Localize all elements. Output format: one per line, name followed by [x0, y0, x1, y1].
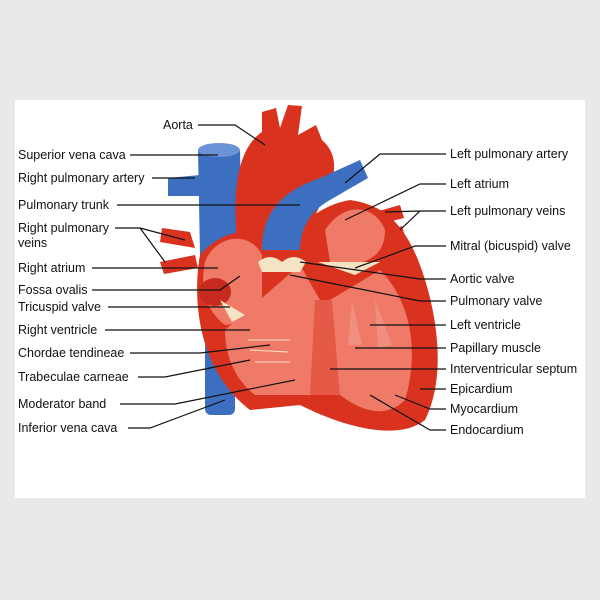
label-aortic-valve: Aortic valve: [450, 272, 515, 286]
right-labels: Left pulmonary artery Left atrium Left p…: [450, 147, 577, 437]
fossa-ovalis-shape: [199, 278, 231, 306]
left-ventricle-chamber: [330, 270, 412, 412]
right-pulmonary-veins-shape: [160, 228, 198, 274]
label-pulmonary-trunk: Pulmonary trunk: [18, 198, 110, 212]
chordae-tendineae-shape: [248, 339, 290, 363]
label-right-ventricle: Right ventricle: [18, 323, 97, 337]
label-tricuspid-valve: Tricuspid valve: [18, 300, 101, 314]
label-inferior-vena-cava: Inferior vena cava: [18, 421, 117, 435]
label-myocardium: Myocardium: [450, 402, 518, 416]
label-aorta: Aorta: [163, 118, 193, 132]
label-interventricular-septum: Interventricular septum: [450, 362, 577, 376]
leader-lines: [92, 124, 446, 431]
label-papillary-muscle: Papillary muscle: [450, 341, 541, 355]
label-left-ventricle: Left ventricle: [450, 318, 521, 332]
superior-vena-cava-shape: [198, 145, 242, 255]
label-superior-vena-cava: Superior vena cava: [18, 148, 126, 162]
label-left-pulmonary-artery: Left pulmonary artery: [450, 147, 569, 161]
pulmonary-valve-shape: [258, 257, 306, 272]
label-trabeculae-carneae: Trabeculae carneae: [18, 370, 129, 384]
tricuspid-valve-shape: [220, 300, 245, 322]
pulmonary-trunk-shape: [262, 160, 368, 250]
label-pulmonary-valve: Pulmonary valve: [450, 294, 542, 308]
right-pulmonary-artery-shape: [168, 175, 205, 196]
papillary-muscle-shape: [348, 300, 392, 348]
label-chordae-tendineae: Chordae tendineae: [18, 346, 124, 360]
left-labels: Aorta Superior vena cava Right pulmonary…: [18, 118, 193, 435]
label-right-atrium: Right atrium: [18, 261, 85, 275]
label-right-pulmonary-veins: Right pulmonary: [18, 221, 110, 235]
label-left-pulmonary-veins: Left pulmonary veins: [450, 204, 565, 218]
label-right-pulmonary-veins-line2: veins: [18, 236, 47, 250]
label-endocardium: Endocardium: [450, 423, 524, 437]
superior-vena-cava-opening: [198, 143, 240, 157]
interventricular-septum-shape: [310, 300, 340, 395]
label-epicardium: Epicardium: [450, 382, 513, 396]
label-mitral-valve: Mitral (bicuspid) valve: [450, 239, 571, 253]
label-fossa-ovalis: Fossa ovalis: [18, 283, 87, 297]
label-moderator-band: Moderator band: [18, 397, 106, 411]
label-right-pulmonary-artery: Right pulmonary artery: [18, 171, 145, 185]
left-atrium-chamber: [325, 209, 385, 264]
label-left-atrium: Left atrium: [450, 177, 509, 191]
right-ventricle-chamber: [225, 265, 320, 395]
